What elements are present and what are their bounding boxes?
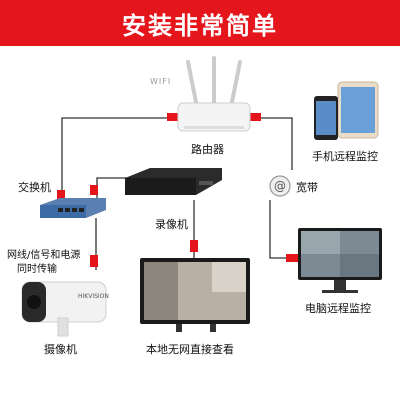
camera-brand-text: HIKVISION <box>78 293 109 300</box>
phone-monitoring-label: 手机远程监控 <box>312 150 378 163</box>
page-title: 安装非常简单 <box>122 12 278 40</box>
switch-device <box>40 198 106 218</box>
connector <box>57 190 65 200</box>
broadband-globe: @ <box>269 175 291 197</box>
router-antenna <box>186 60 198 104</box>
connector <box>90 185 98 195</box>
recorder-label: 录像机 <box>155 218 188 231</box>
router-device <box>177 56 251 132</box>
camera-label: 摄像机 <box>44 343 77 356</box>
mobile-devices <box>314 81 379 140</box>
cable-router-switch <box>61 117 178 200</box>
connector <box>286 254 298 262</box>
cable-note-line2: 同时传输 <box>17 264 57 275</box>
broadband-label: 宽带 <box>296 181 318 194</box>
computer-monitor <box>298 228 382 293</box>
title-banner: 安装非常简单 <box>0 0 400 46</box>
recorder-device <box>125 168 222 195</box>
bullet-camera: HIKVISION <box>21 281 109 337</box>
wifi-label: WIFI <box>150 77 172 86</box>
router-antenna <box>230 60 242 104</box>
svg-text:@: @ <box>274 179 286 193</box>
cable-switch-recorder <box>96 177 128 200</box>
switch-label: 交换机 <box>18 181 51 194</box>
red-connectors <box>57 113 298 267</box>
cable-router-broadband <box>250 117 293 170</box>
connector <box>167 113 179 121</box>
connector <box>249 113 261 121</box>
router-body <box>177 102 251 132</box>
cable-broadband-computer <box>269 200 296 259</box>
connector <box>190 240 198 252</box>
computer-monitoring-label: 电脑远程监控 <box>305 302 371 315</box>
router-label: 路由器 <box>191 143 224 156</box>
television <box>140 258 250 332</box>
cable-note-line1: 网线/信号和电源 <box>7 250 81 261</box>
tv-label: 本地无网直接查看 <box>146 343 234 356</box>
connector <box>90 255 98 267</box>
